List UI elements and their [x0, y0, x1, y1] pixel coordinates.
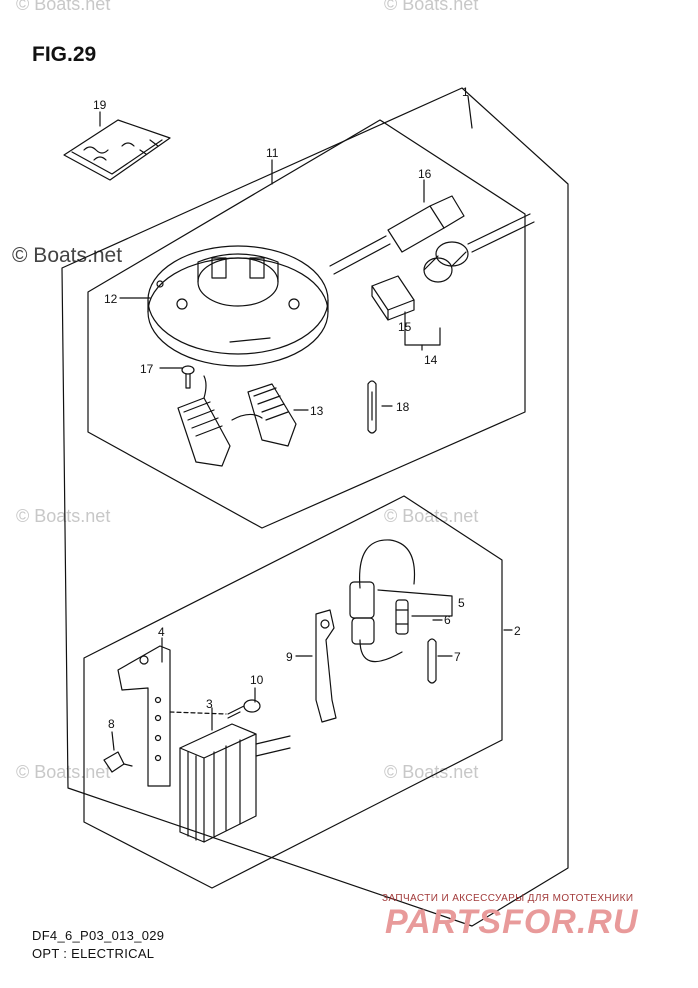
watermark: © Boats.net	[384, 0, 479, 14]
callout-label: 6	[444, 613, 451, 627]
callout-label: 12	[104, 292, 118, 306]
callout-label: 9	[286, 650, 293, 664]
parts-bag-icon	[63, 119, 171, 181]
callout-label: 8	[108, 717, 115, 731]
small-tie-icon	[427, 638, 437, 684]
callout-label: 2	[514, 624, 521, 638]
callout-label: 14	[424, 353, 438, 367]
callout-label: 1	[462, 85, 469, 99]
watermark: © Boats.net	[16, 0, 111, 14]
callout-label: 10	[250, 673, 264, 687]
callout-label: 13	[310, 404, 324, 418]
watermark: © Boats.net	[384, 506, 479, 526]
plug-connector-icon	[329, 195, 465, 275]
callout-label: 19	[93, 98, 107, 112]
watermark: © Boats.net	[384, 762, 479, 782]
knob-icon	[103, 751, 133, 773]
connector-clip-icon	[371, 275, 415, 321]
inner-frame-upper	[87, 119, 526, 529]
fuse-holder-icon	[349, 539, 416, 663]
callout-label: 18	[396, 400, 410, 414]
rectifier-icon	[179, 723, 291, 843]
callout-label: 17	[140, 362, 154, 376]
figure-description: OPT : ELECTRICAL	[32, 946, 155, 961]
watermark-primary: © Boats.net	[12, 244, 123, 267]
outer-frame	[61, 87, 569, 927]
fuse-icon	[395, 599, 409, 635]
shop-logo: PARTSFOR.RU	[385, 903, 639, 941]
inner-frame-lower	[83, 495, 503, 889]
watermark: © Boats.net	[16, 762, 111, 782]
socket-connector-icon	[423, 213, 535, 283]
callout-label: 15	[398, 320, 412, 334]
callout-label: 7	[454, 650, 461, 664]
callout-label: 16	[418, 167, 432, 181]
cable-tie-icon	[367, 380, 377, 434]
stator-ring-icon	[147, 245, 329, 367]
screw-icon	[181, 365, 195, 389]
callout-label: 3	[206, 697, 213, 711]
figure-title: FIG.29	[32, 43, 97, 66]
callout-label: 5	[458, 596, 465, 610]
brush-holder-icon	[177, 375, 297, 467]
mounting-plate-icon	[117, 645, 171, 787]
shop-watermark-line: ЗАПЧАСТИ И АКСЕССУАРЫ ДЛЯ МОТОТЕХНИКИ	[382, 893, 634, 904]
watermark: © Boats.net	[16, 506, 111, 526]
bolt-icon	[169, 699, 261, 719]
bracket-strap-icon	[315, 609, 337, 723]
callout-label: 4	[158, 625, 165, 639]
callout-label: 11	[266, 146, 279, 160]
figure-code: DF4_6_P03_013_029	[32, 928, 165, 943]
